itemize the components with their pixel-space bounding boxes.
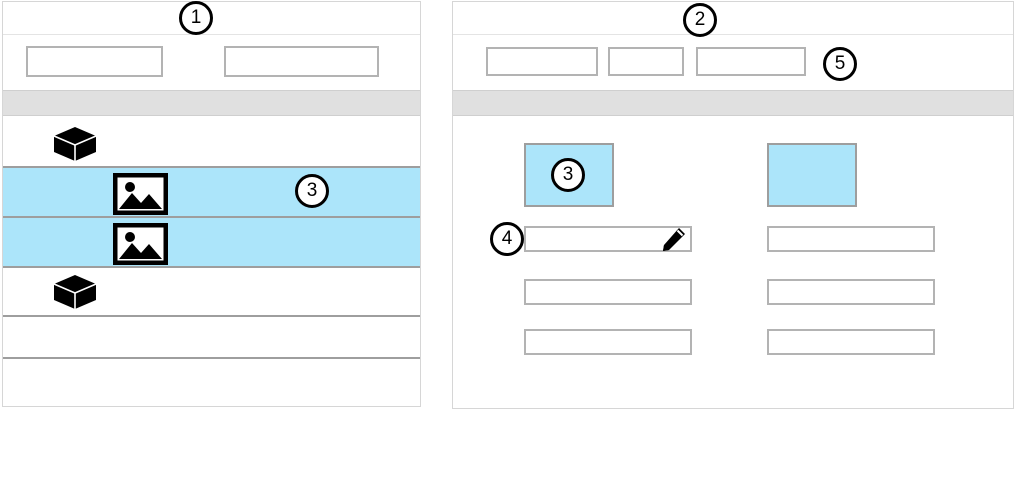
list-row[interactable]	[3, 218, 420, 268]
cube-icon	[51, 273, 99, 316]
pencil-icon[interactable]	[656, 225, 688, 260]
list-row[interactable]	[3, 268, 420, 317]
list-row[interactable]	[3, 117, 420, 168]
detail-field-left-2[interactable]	[524, 279, 692, 305]
left-panel-column-header	[3, 90, 420, 116]
right-panel-title-bar	[453, 2, 1013, 35]
callout-4: 4	[490, 222, 524, 256]
list-row[interactable]	[3, 168, 420, 218]
callout-3-list: 3	[295, 174, 329, 208]
callout-3-thumbnail: 3	[551, 158, 585, 192]
detail-field-left-1[interactable]	[524, 226, 692, 252]
right-toolbar-field-2[interactable]	[608, 47, 684, 76]
left-toolbar-field-1[interactable]	[26, 46, 163, 77]
right-toolbar-field-3[interactable]	[696, 47, 806, 76]
list-row[interactable]	[3, 317, 420, 359]
right-panel-column-header	[453, 90, 1013, 116]
left-panel-toolbar	[3, 36, 420, 89]
right-panel	[452, 1, 1014, 409]
left-toolbar-field-2[interactable]	[224, 46, 379, 77]
detail-field-right-1[interactable]	[767, 226, 935, 252]
callout-1: 1	[179, 1, 213, 35]
detail-field-right-3[interactable]	[767, 329, 935, 355]
detail-field-left-3[interactable]	[524, 329, 692, 355]
list-row[interactable]	[3, 359, 420, 405]
image-icon	[111, 221, 170, 270]
image-icon	[111, 171, 170, 220]
right-panel-toolbar	[453, 36, 1013, 89]
cube-icon	[51, 125, 99, 168]
left-panel	[2, 1, 421, 407]
right-toolbar-field-1[interactable]	[486, 47, 598, 76]
callout-2: 2	[683, 3, 717, 37]
detail-field-right-2[interactable]	[767, 279, 935, 305]
callout-5: 5	[823, 47, 857, 81]
thumbnail-2[interactable]	[767, 143, 857, 207]
